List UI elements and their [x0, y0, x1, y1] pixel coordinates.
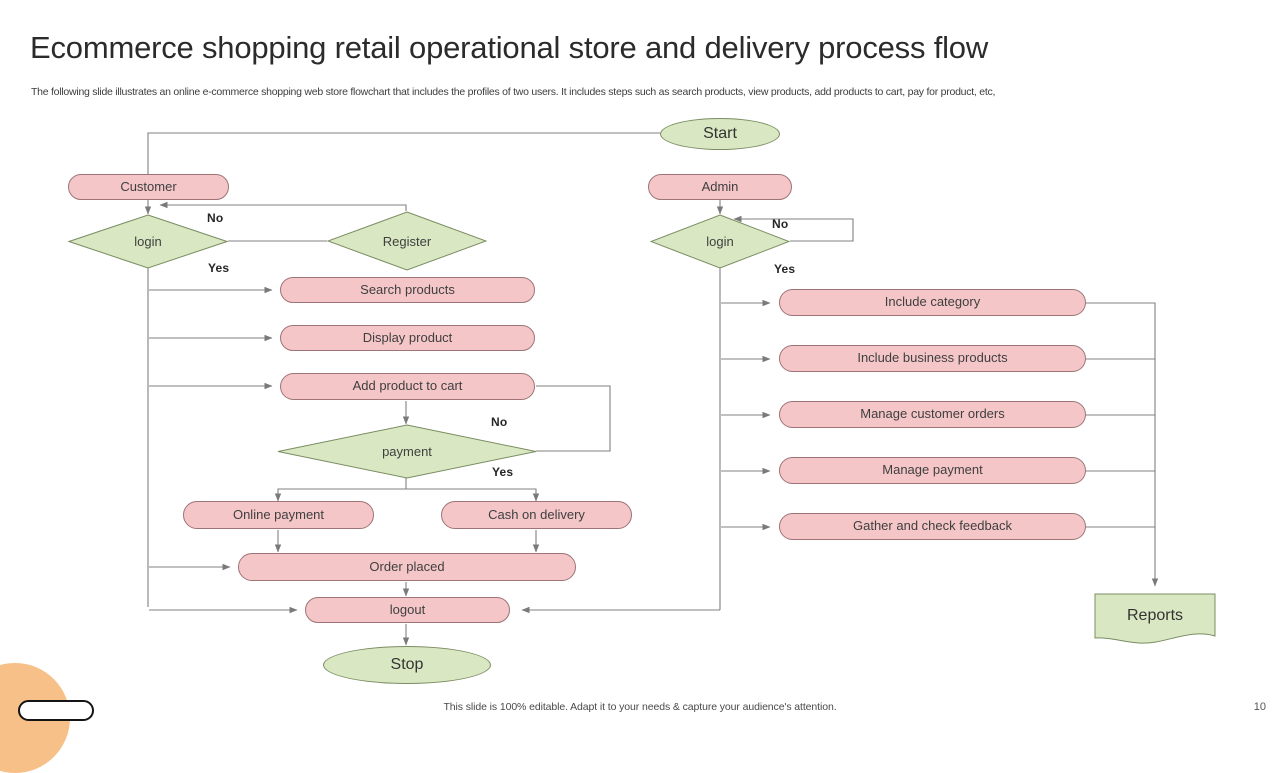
node-admin-login-label: login	[706, 234, 734, 249]
node-manage-payment[interactable]: Manage payment	[779, 457, 1086, 484]
flowchart-connectors	[144, 132, 1159, 646]
node-admin-label: Admin	[701, 178, 739, 194]
node-include-business-products-label: Include business products	[857, 350, 1008, 366]
node-online-payment[interactable]: Online payment	[183, 501, 374, 529]
node-logout-label: logout	[389, 601, 426, 617]
edge-label-admin-login-yes: Yes	[774, 262, 796, 276]
node-gather-and-check-feedback[interactable]: Gather and check feedback	[779, 513, 1086, 540]
node-start-label: Start	[703, 125, 737, 143]
page-title: Ecommerce shopping retail operational st…	[30, 30, 989, 65]
node-admin-login[interactable]: login	[650, 214, 790, 269]
node-customer-label: Customer	[120, 178, 177, 194]
node-payment-decision-label: payment	[382, 444, 432, 459]
node-register[interactable]: Register	[327, 211, 487, 271]
edge-label-payment-no: No	[491, 415, 508, 429]
node-payment-decision[interactable]: payment	[277, 424, 537, 479]
node-order-placed-label: Order placed	[369, 558, 445, 574]
edge-label-customer-login-yes: Yes	[208, 261, 230, 275]
flowchart-canvas: Start Stop Customer Admin login Register…	[68, 118, 1216, 684]
node-include-category[interactable]: Include category	[779, 289, 1086, 316]
node-add-product-to-cart-label: Add product to cart	[352, 378, 463, 394]
node-customer-login[interactable]: login	[68, 214, 228, 269]
node-customer[interactable]: Customer	[68, 174, 229, 200]
page-subtitle: The following slide illustrates an onlin…	[31, 86, 996, 98]
node-display-product-label: Display product	[362, 329, 453, 345]
edge-label-admin-login-no: No	[772, 217, 789, 231]
node-reports-label: Reports	[1126, 607, 1184, 624]
node-manage-customer-orders[interactable]: Manage customer orders	[779, 401, 1086, 428]
node-search-products-label: Search products	[360, 281, 455, 297]
edge-label-payment-yes: Yes	[492, 465, 514, 479]
node-add-product-to-cart[interactable]: Add product to cart	[280, 373, 535, 400]
node-gather-and-check-feedback-label: Gather and check feedback	[853, 518, 1012, 534]
node-display-product[interactable]: Display product	[280, 325, 535, 351]
node-online-payment-label: Online payment	[232, 506, 325, 522]
node-stop-label: Stop	[390, 656, 424, 674]
node-cash-on-delivery[interactable]: Cash on delivery	[441, 501, 632, 529]
node-customer-login-label: login	[134, 234, 162, 249]
node-manage-customer-orders-label: Manage customer orders	[860, 406, 1005, 422]
node-start[interactable]: Start	[660, 118, 780, 150]
node-admin[interactable]: Admin	[648, 174, 792, 200]
node-register-label: Register	[382, 233, 432, 249]
edge-label-customer-login-no: No	[207, 211, 224, 225]
node-reports[interactable]: Reports	[1094, 593, 1216, 645]
footer-note: This slide is 100% editable. Adapt it to…	[443, 701, 837, 713]
node-logout[interactable]: logout	[305, 597, 510, 623]
node-include-business-products[interactable]: Include business products	[779, 345, 1086, 372]
node-search-products[interactable]: Search products	[280, 277, 535, 303]
page-number: 10	[1253, 701, 1266, 713]
node-order-placed[interactable]: Order placed	[238, 553, 576, 581]
node-manage-payment-label: Manage payment	[882, 462, 983, 478]
node-stop[interactable]: Stop	[323, 646, 491, 684]
node-include-category-label: Include category	[884, 294, 981, 310]
node-cash-on-delivery-label: Cash on delivery	[488, 506, 585, 522]
